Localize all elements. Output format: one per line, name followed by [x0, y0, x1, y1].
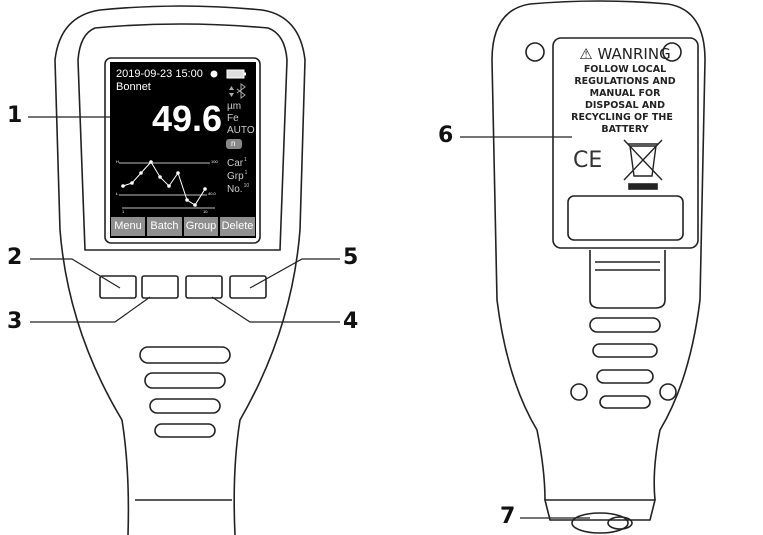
key-3 [185, 275, 223, 299]
screen-car: Car [227, 158, 244, 169]
callout-6: 6 [438, 123, 454, 148]
warning-line: BATTERY [601, 124, 649, 135]
warning-line: RECYCLING OF THE [571, 112, 673, 123]
screen [110, 62, 256, 238]
callout-3: 3 [7, 309, 23, 334]
callout-4: 4 [343, 309, 359, 334]
battery-label [552, 37, 699, 249]
callout-1: 1 [7, 103, 23, 128]
softkey-menu[interactable]: Menu [111, 217, 145, 236]
graph-x-end: 10 [203, 209, 208, 214]
front-body-outline [54, 5, 306, 535]
key-4 [229, 275, 267, 299]
softkey-batch[interactable]: Batch [147, 217, 182, 236]
graph-h-label: H [116, 159, 119, 164]
screen-reading: 49.6 [152, 98, 223, 139]
screen-car-num: 1 [244, 157, 247, 163]
n-badge-bg [226, 139, 242, 149]
callout-2: 2 [7, 245, 23, 270]
softkey-delete[interactable]: Delete [220, 217, 255, 236]
key-2 [141, 275, 179, 299]
trend-graph [119, 161, 215, 209]
screen-no: No. [227, 184, 243, 195]
warning-title-text: WANRING [597, 45, 671, 63]
screen-grp: Grp [227, 171, 244, 182]
key-1 [99, 275, 137, 299]
warning-line: FOLLOW LOCAL [583, 64, 667, 75]
warning-line: MANUAL FOR [589, 88, 661, 99]
screen-unit: µm [227, 101, 242, 112]
front-bezel [77, 23, 288, 251]
screen-grp-num: 1 [244, 170, 248, 176]
back-body-outline [491, 0, 706, 501]
screen-material: Fe [227, 113, 239, 124]
graph-x-start: 1 [122, 209, 125, 214]
screen-mode: AUTO [227, 125, 255, 136]
scroll-down-icon [229, 93, 234, 97]
callout-7: 7 [500, 504, 516, 529]
graph-l-label: L [116, 191, 119, 196]
scroll-up-icon [229, 86, 234, 90]
warning-title: ⚠ WANRING [560, 46, 690, 62]
warning-triangle-icon: ⚠ [579, 45, 593, 63]
battery-icon [226, 69, 245, 79]
screen-datetime: 2019-09-23 15:00 [116, 68, 203, 80]
crossed-bin-icon [623, 139, 663, 181]
graph-l-value: 40.0 [208, 191, 216, 196]
ce-mark: CE [573, 148, 603, 173]
screen-no-num: 10 [243, 183, 250, 189]
callout-5: 5 [343, 245, 359, 270]
bluetooth-icon [236, 83, 246, 99]
softkey-group[interactable]: Group [184, 217, 218, 236]
screen-n-badge: n [231, 139, 236, 148]
warning-line: DISPOSAL AND [584, 100, 666, 111]
warning-line: REGULATIONS AND [574, 76, 676, 87]
screen-location: Bonnet [116, 81, 151, 93]
graph-h-value: 100 [211, 159, 218, 164]
